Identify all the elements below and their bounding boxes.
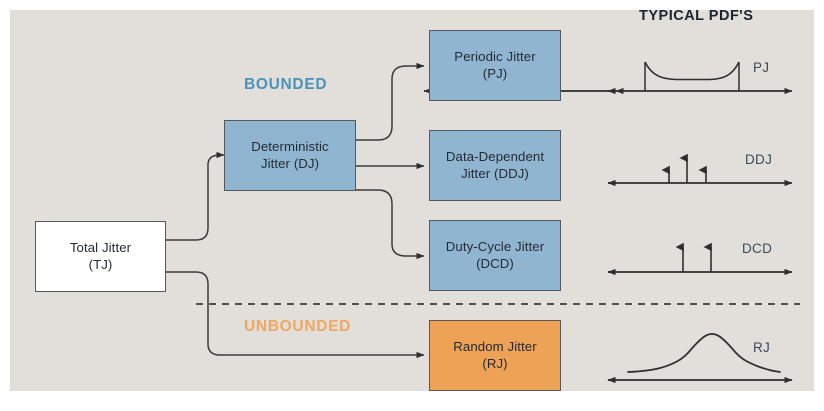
node-duty-cycle-jitter-line1: Duty-Cycle Jitter	[445, 239, 545, 255]
group-label-unbounded: UNBOUNDED	[244, 318, 352, 335]
node-random-jitter-line2: (RJ)	[482, 355, 508, 371]
node-periodic-jitter[interactable]: Periodic Jitter (PJ)	[429, 30, 561, 101]
pdf-column-header: TYPICAL PDF'S	[639, 8, 754, 24]
node-total-jitter-line1: Total Jitter	[69, 240, 132, 256]
node-data-dependent-jitter[interactable]: Data-Dependent Jitter (DDJ)	[429, 130, 561, 201]
node-duty-cycle-jitter[interactable]: Duty-Cycle Jitter (DCD)	[429, 220, 561, 291]
node-total-jitter-line2: (TJ)	[88, 256, 113, 272]
diagram-panel	[10, 10, 814, 391]
node-deterministic-jitter[interactable]: Deterministic Jitter (DJ)	[224, 120, 356, 191]
node-total-jitter[interactable]: Total Jitter (TJ)	[35, 221, 166, 292]
node-random-jitter-line1: Random Jitter	[453, 339, 537, 355]
group-label-bounded: BOUNDED	[244, 76, 328, 93]
pdf-tag-ddj: DDJ	[745, 152, 773, 167]
pdf-tag-rj: RJ	[753, 340, 771, 355]
pdf-tag-dcd: DCD	[742, 241, 773, 256]
node-deterministic-jitter-line1: Deterministic	[251, 139, 329, 155]
pdf-tag-pj: PJ	[753, 60, 770, 75]
node-duty-cycle-jitter-line2: (DCD)	[476, 255, 514, 271]
node-deterministic-jitter-line2: Jitter (DJ)	[260, 155, 320, 171]
node-data-dependent-jitter-line2: Jitter (DDJ)	[461, 165, 529, 181]
node-random-jitter[interactable]: Random Jitter (RJ)	[429, 320, 561, 391]
node-data-dependent-jitter-line1: Data-Dependent	[445, 149, 545, 165]
node-periodic-jitter-line1: Periodic Jitter	[454, 49, 536, 65]
node-periodic-jitter-line2: (PJ)	[482, 65, 508, 81]
